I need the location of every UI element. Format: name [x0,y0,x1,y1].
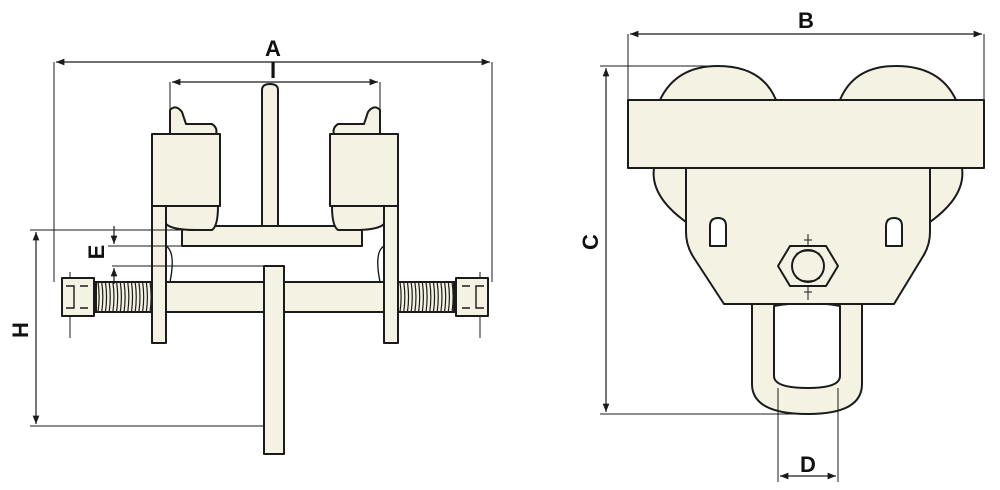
dimension-c: C [578,65,808,415]
spring-coil [410,281,413,313]
spring-coil [451,281,454,313]
spring-coil [432,281,436,313]
hanging-bracket [263,265,285,455]
dimension-b: B [627,8,985,100]
left-top-wheel [659,65,777,101]
right-slot [885,217,903,247]
spring-coil [134,281,137,313]
spring-coil [145,281,148,313]
spring-coil [440,281,443,313]
hook-opening [773,302,841,389]
dimension-h: H [8,229,264,427]
spring-coil [443,281,447,313]
spring-coil [115,281,119,313]
label-h: H [8,322,33,338]
front-view: A I H E [8,36,493,455]
left-wheel-top [169,106,218,135]
spring-coil [119,281,122,313]
beam-web [261,83,279,227]
right-flange-curve [377,245,385,283]
label-c: C [578,234,603,250]
right-side-wheel [929,167,964,223]
dimension-a: A [53,36,493,282]
center-nut [777,234,839,300]
left-spring [95,281,153,313]
spring-coil [429,281,432,313]
spring-coil [399,281,402,313]
spring-coil [417,281,421,313]
spring-coil [425,281,428,313]
dimension-d: D [777,388,839,482]
right-side-plate [383,204,399,344]
right-end-nut [455,272,489,338]
spring-coil [97,281,100,313]
right-wheel-lower [331,205,385,231]
spring-coil [123,281,126,313]
spring-coil [421,281,424,313]
spring-coil [127,281,130,313]
dimension-e: E [84,226,182,284]
spring-coil [403,281,406,313]
label-e: E [84,245,109,260]
spring-coil [414,281,417,313]
spring-coil [141,281,145,313]
right-spring [397,281,455,313]
spring-coil [447,281,450,313]
left-side-plate [151,204,167,344]
label-d: D [800,452,816,477]
label-i: I [270,58,276,83]
spring-coil [138,281,141,313]
left-flange-curve [165,245,173,283]
spring-coil [406,281,410,313]
dimension-i: I [169,58,381,110]
spring-coil [436,281,439,313]
right-wheel-housing [329,133,399,207]
left-slot [709,217,727,247]
left-wheel-housing [151,133,221,207]
spring-coil [130,281,134,313]
spring-coil [112,281,115,313]
label-a: A [265,36,281,61]
left-wheel-lower [165,205,219,231]
right-top-wheel [839,65,957,101]
spring-coil [101,281,104,313]
spring-coil [108,281,111,313]
side-view: B C D [578,8,985,482]
left-end-nut [61,272,95,338]
left-side-wheel [652,167,687,223]
right-wheel-top [332,106,381,135]
spring-coil [104,281,108,313]
label-b: B [798,8,814,33]
top-crossbar [627,99,985,169]
